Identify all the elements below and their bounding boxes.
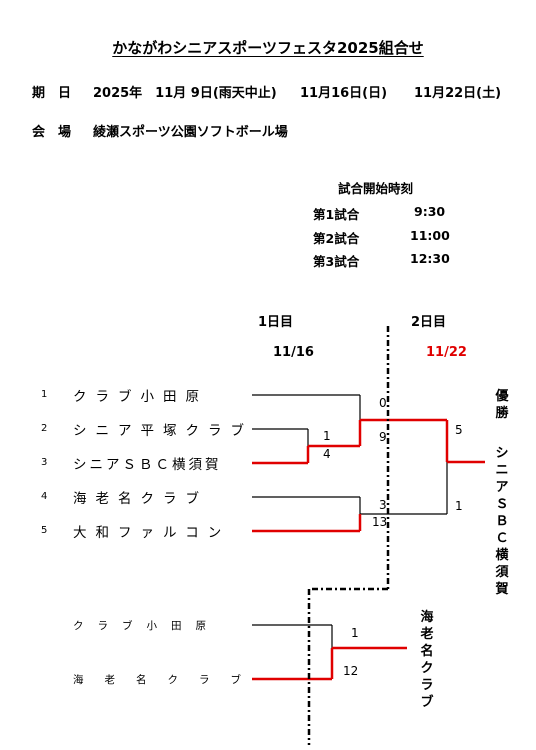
venue-label: 会 場 (32, 125, 72, 140)
date-day3: 11月22日(土) (414, 86, 502, 101)
team-3-number: 3 (41, 457, 48, 468)
day2-label: 2日目 (411, 315, 447, 330)
day1-date: 11/16 (273, 345, 314, 360)
team-2-number: 2 (41, 423, 48, 434)
score-team-2: 1 (323, 429, 331, 443)
team-5-number: 5 (41, 525, 48, 536)
score-team-5: 13 (372, 515, 388, 529)
venue-value: 綾瀬スポーツ公園ソフトボール場 (93, 125, 288, 140)
schedule-row-3-time: 12:30 (410, 251, 450, 266)
extra-score-a: 1 (351, 626, 359, 640)
day1-label: 1日目 (258, 315, 294, 330)
schedule-row-2-name: 第2試合 (313, 231, 360, 246)
schedule-row-3-name: 第3試合 (313, 254, 360, 269)
score-team-1: 0 (379, 396, 387, 410)
team-1-name: クラブ小田原 (73, 389, 208, 405)
team-3-name: シニアＳＢＣ横須賀 (73, 457, 222, 473)
page-title: かながわシニアスポーツフェスタ2025組合せ (112, 39, 424, 57)
champion-name: シニアＳＢＣ横須賀 (495, 446, 509, 597)
score-semi-1: 9 (379, 430, 387, 444)
team-4-name: 海老名クラブ (73, 491, 208, 507)
date-day1: 2025年 11月 9日(雨天中止) (93, 86, 277, 101)
extra-team-a-name: クラブ小田原 (73, 620, 220, 632)
day2-date: 11/22 (426, 345, 467, 360)
score-final-top: 5 (455, 423, 463, 437)
score-team-3: 4 (323, 447, 331, 461)
champion-label: 優勝 (495, 389, 509, 421)
team-2-name: シニア平塚クラブ (73, 423, 253, 439)
extra-score-b: 12 (343, 664, 359, 678)
date-day2: 11月16日(日) (300, 86, 388, 101)
extra-team-b-name: 海老名クラブ (73, 674, 262, 686)
extra-winner-name: 海老名クラブ (420, 610, 434, 710)
team-5-name: 大和ファルコン (73, 525, 231, 541)
team-1-number: 1 (41, 389, 48, 400)
schedule-row-1-name: 第1試合 (313, 207, 360, 222)
date-label: 期 日 (32, 86, 72, 101)
score-final-bottom: 1 (455, 499, 463, 513)
team-4-number: 4 (41, 491, 48, 502)
score-team-4: 3 (379, 498, 387, 512)
schedule-row-2-time: 11:00 (410, 228, 450, 243)
schedule-row-1-time: 9:30 (414, 204, 446, 219)
schedule-heading: 試合開始時刻 (338, 181, 414, 196)
